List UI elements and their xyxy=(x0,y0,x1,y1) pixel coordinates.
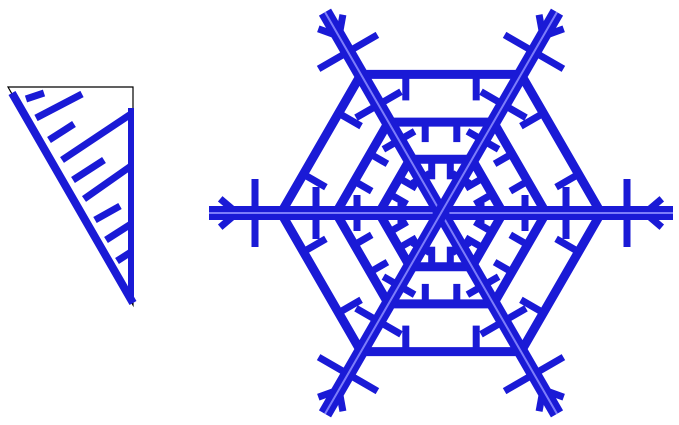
snowflake-figure xyxy=(0,0,679,425)
